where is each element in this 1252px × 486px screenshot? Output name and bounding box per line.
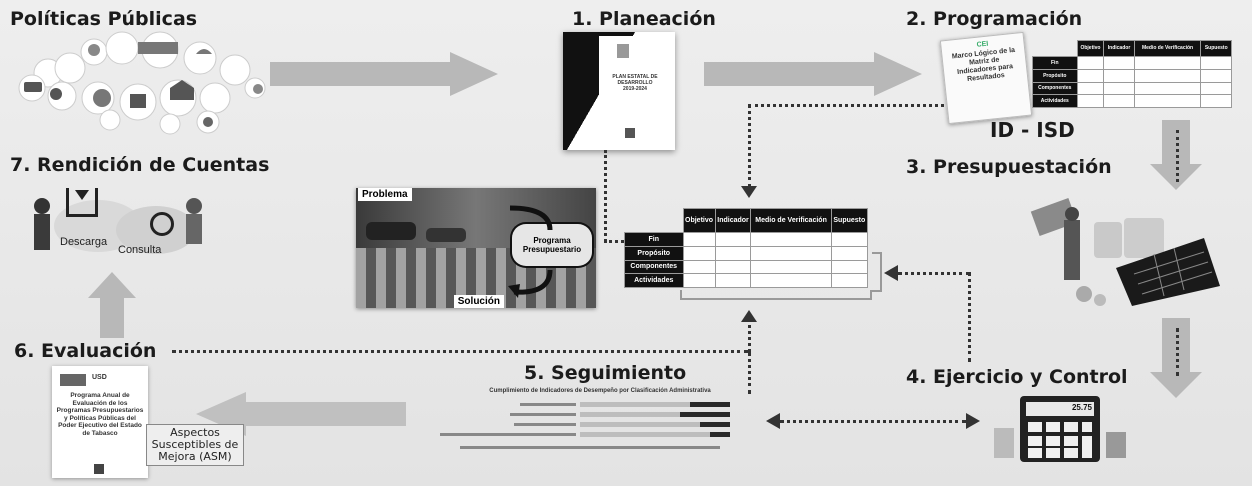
dotted-plan-down — [604, 150, 607, 242]
asm-label: Aspectos Susceptibles de Mejora (ASM) — [146, 424, 244, 466]
mir-header-medio: Medio de Verificación — [1133, 40, 1202, 57]
dotted-prog-down — [748, 104, 751, 188]
arrowhead-left-icon — [766, 413, 780, 429]
central-header-supuesto: Supuesto — [830, 208, 869, 233]
dotted-ejercicio-up — [968, 272, 971, 362]
problem-solution-panel: Problema Solución — [356, 188, 596, 308]
dotted-seguimiento-ejercicio — [780, 420, 966, 423]
title-ejercicio-control: 4. Ejercicio y Control — [906, 366, 1128, 388]
budget-illustration — [1030, 197, 1220, 306]
seal-icon — [94, 464, 104, 474]
dotted-prog-presup — [1176, 130, 1179, 182]
state-seal-icon — [617, 44, 629, 58]
plan-doc-line2: DESARROLLO — [617, 80, 653, 86]
seguimiento-chart: Cumplimiento de Indicadores de Desempeño… — [440, 388, 760, 458]
arrowhead-right-icon — [966, 413, 980, 429]
search-magnifier-icon — [150, 212, 174, 236]
arrowhead-left-icon — [884, 265, 898, 281]
seguimiento-bars — [440, 402, 730, 449]
central-row-componentes: Componentes — [624, 259, 684, 275]
dotted-presup-to-table — [898, 272, 970, 275]
dotted-plan-to-table — [604, 240, 624, 243]
evaluacion-doc-text: Programa Anual de Evaluación de los Prog… — [56, 392, 144, 437]
bracket-right — [872, 252, 882, 292]
usd-brand: USD — [92, 374, 107, 381]
central-header-indicador: Indicador — [714, 208, 752, 233]
calculator-display: 25.75 — [1071, 403, 1092, 412]
calculator-illustration — [994, 396, 1126, 462]
tabasco-logo-icon — [60, 374, 86, 386]
dotted-to-seguimiento — [748, 352, 751, 394]
mir-header-objetivo: Objetivo — [1076, 40, 1105, 57]
download-icon — [66, 188, 98, 217]
mir-header-supuesto: Supuesto — [1200, 40, 1232, 57]
arrow-asm-to-evaluacion — [196, 392, 406, 436]
dotted-evaluacion-line — [172, 350, 748, 353]
title-rendicion-cuentas: 7. Rendición de Cuentas — [10, 154, 270, 176]
central-row-proposito: Propósito — [624, 245, 684, 261]
mir-row-actividades: Actividades — [1032, 94, 1078, 108]
title-presupuestacion: 3. Presupuestación — [906, 156, 1112, 178]
car-icon — [366, 222, 416, 240]
qr-icon — [625, 128, 635, 138]
cycle-arrows-icon — [508, 205, 553, 298]
title-programacion: 2. Programación — [906, 8, 1083, 30]
dotted-table-down — [748, 318, 751, 352]
problema-label: Problema — [358, 188, 412, 201]
consulta-label: Consulta — [118, 244, 162, 256]
mir-row-fin: Fin — [1032, 56, 1078, 70]
plan-doc-line1: PLAN ESTATAL DE — [612, 74, 658, 80]
central-header-objetivo: Objetivo — [682, 208, 716, 233]
plan-doc-line3: 2019-2024 — [623, 86, 647, 92]
arrow-planeacion-to-programacion — [704, 52, 922, 96]
mir-row-proposito: Propósito — [1032, 68, 1078, 83]
arrowhead-down-icon — [741, 186, 757, 198]
central-row-actividades: Actividades — [624, 273, 684, 288]
title-evaluacion: 6. Evaluación — [14, 340, 157, 362]
central-header-medio: Medio de Verificación — [750, 208, 832, 233]
bracket-bottom — [680, 290, 872, 300]
evaluacion-program-document: USD Programa Anual de Evaluación de los … — [52, 366, 148, 478]
mir-row-componentes: Componentes — [1032, 81, 1078, 96]
public-policy-icons-cloud — [18, 31, 266, 135]
arrow-politicas-to-planeacion — [270, 52, 498, 96]
arrow-evaluacion-to-rendicion — [88, 272, 136, 338]
car-icon — [426, 228, 466, 242]
id-isd-label: ID - ISD — [990, 118, 1075, 142]
arrowhead-up-icon — [741, 310, 757, 322]
title-seguimiento: 5. Seguimiento — [524, 362, 687, 384]
dotted-prog-to-table — [748, 104, 944, 107]
mir-logical-framework-book: CEI Marco Lógico de la Matriz de Indicad… — [939, 31, 1033, 125]
mir-book-title: Marco Lógico de la Matriz de Indicadores… — [951, 46, 1016, 83]
title-politicas-publicas: Políticas Públicas — [10, 8, 198, 30]
programa-presupuestario-badge: Programa Presupuestario — [512, 224, 592, 266]
dotted-presup-ejercicio — [1176, 328, 1179, 376]
plan-estatal-desarrollo-book: PLAN ESTATAL DE DESARROLLO 2019-2024 — [563, 32, 675, 150]
solucion-label: Solución — [453, 295, 504, 308]
mir-header-indicador: Indicador — [1103, 40, 1135, 57]
central-row-fin: Fin — [624, 232, 684, 247]
title-planeacion: 1. Planeación — [572, 8, 716, 30]
mir-table-central: Objetivo Indicador Medio de Verificación… — [624, 208, 869, 288]
seguimiento-chart-title: Cumplimiento de Indicadores de Desempeño… — [489, 388, 711, 394]
mir-table-programacion: Objetivo Indicador Medio de Verificación… — [1032, 40, 1232, 108]
descarga-label: Descarga — [60, 236, 108, 248]
